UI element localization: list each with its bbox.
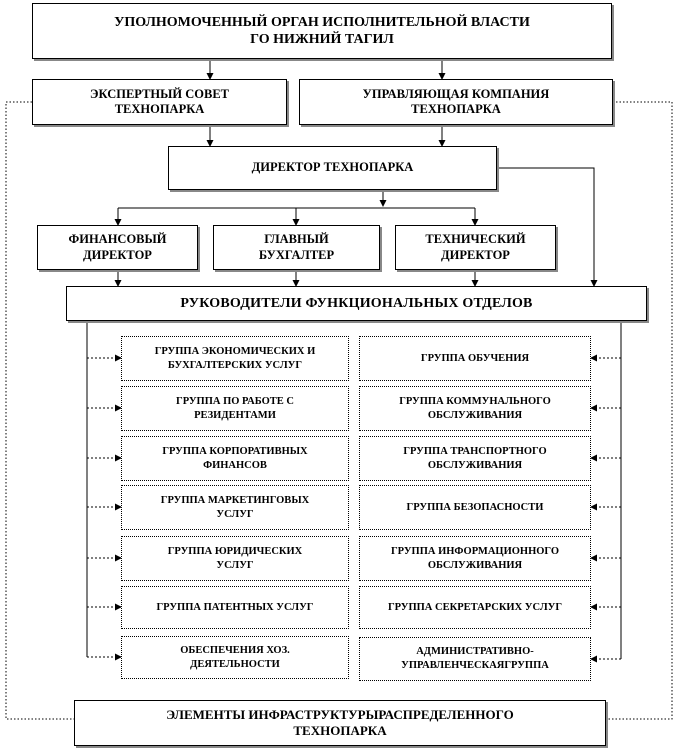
left-group-box: ГРУППА ЭКОНОМИЧЕСКИХ И БУХГАЛТЕРСКИХ УСЛ… <box>121 336 349 381</box>
right-group-box: ГРУППА КОММУНАЛЬНОГО ОБСЛУЖИВАНИЯ <box>359 386 591 431</box>
infrastructure-box: ЭЛЕМЕНТЫ ИНФРАСТРУКТУРЫРАСПРЕДЕЛЕННОГО Т… <box>74 700 606 746</box>
left-group-box: ГРУППА МАРКЕТИНГОВЫХ УСЛУГ <box>121 485 349 530</box>
director-box: ДИРЕКТОР ТЕХНОПАРКА <box>168 146 497 190</box>
department-heads-box: РУКОВОДИТЕЛИ ФУНКЦИОНАЛЬНЫХ ОТДЕЛОВ <box>66 286 647 321</box>
executive-authority-line1: УПОЛНОМОЧЕННЫЙ ОРГАН ИСПОЛНИТЕЛЬНОЙ ВЛАС… <box>114 14 530 30</box>
chief-accountant-box: ГЛАВНЫЙ БУХГАЛТЕР <box>213 225 380 270</box>
left-group-box: ГРУППА ЮРИДИЧЕСКИХ УСЛУГ <box>121 536 349 581</box>
left-group-box: ГРУППА КОРПОРАТИВНЫХ ФИНАНСОВ <box>121 436 349 481</box>
management-company-box: УПРАВЛЯЮЩАЯ КОМПАНИЯ ТЕХНОПАРКА <box>299 79 613 125</box>
executive-authority-line2: ГО НИЖНИЙ ТАГИЛ <box>250 32 394 47</box>
technical-director-box: ТЕХНИЧЕСКИЙ ДИРЕКТОР <box>395 225 556 270</box>
left-group-box: ГРУППА ПО РАБОТЕ С РЕЗИДЕНТАМИ <box>121 386 349 431</box>
right-group-box: ГРУППА ОБУЧЕНИЯ <box>359 336 591 381</box>
right-group-box: ГРУППА СЕКРЕТАРСКИХ УСЛУГ <box>359 586 591 629</box>
right-group-box: ГРУППА БЕЗОПАСНОСТИ <box>359 485 591 530</box>
right-group-box: АДМИНИСТРАТИВНО- УПРАВЛЕНЧЕСКАЯГРУППА <box>359 637 591 681</box>
executive-authority-box: УПОЛНОМОЧЕННЫЙ ОРГАН ИСПОЛНИТЕЛЬНОЙ ВЛАС… <box>32 3 612 59</box>
financial-director-box: ФИНАНСОВЫЙ ДИРЕКТОР <box>37 225 198 270</box>
left-group-box: ГРУППА ПАТЕНТНЫХ УСЛУГ <box>121 586 349 629</box>
right-group-box: ГРУППА ИНФОРМАЦИОННОГО ОБСЛУЖИВАНИЯ <box>359 536 591 581</box>
left-group-box: ОБЕСПЕЧЕНИЯ ХОЗ. ДЕЯТЕЛЬНОСТИ <box>121 636 349 679</box>
right-group-box: ГРУППА ТРАНСПОРТНОГО ОБСЛУЖИВАНИЯ <box>359 436 591 481</box>
expert-council-box: ЭКСПЕРТНЫЙ СОВЕТ ТЕХНОПАРКА <box>32 79 287 125</box>
